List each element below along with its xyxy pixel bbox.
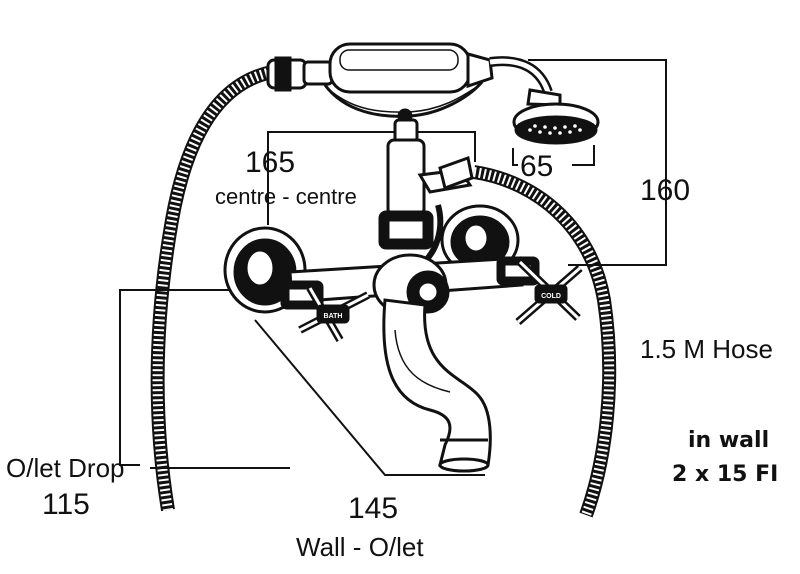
wall-flanges — [223, 204, 520, 314]
wall-outlet-value: 145 — [348, 492, 399, 525]
hose — [150, 65, 617, 518]
left-tap — [280, 280, 370, 342]
wall-outlet-line — [254, 319, 485, 476]
in-wall-spec: 2 x 15 FI — [672, 462, 779, 487]
outlet-drop-value: 115 — [42, 488, 90, 521]
right-tap — [496, 256, 583, 326]
centre-dimension-label: centre - centre — [215, 184, 357, 209]
centre-dimension-value: 165 — [245, 146, 296, 179]
head-dimension-line — [512, 145, 595, 166]
spout — [382, 298, 492, 473]
riser — [378, 118, 474, 268]
outlet-drop-label: O/let Drop — [6, 453, 125, 483]
wall-outlet-label: Wall - O/let — [296, 532, 424, 562]
centre-dimension-line — [267, 131, 476, 225]
left-tap-badge: BATH — [324, 313, 343, 320]
height-dimension-value: 160 — [640, 174, 691, 207]
shower-handset — [266, 42, 553, 94]
dimension-lines — [119, 59, 667, 476]
outlet-drop-line — [119, 289, 235, 466]
shower-head — [512, 88, 600, 145]
right-tap-badge: COLD — [541, 293, 561, 300]
head-dimension-value: 65 — [520, 150, 554, 183]
in-wall-label: in wall — [688, 428, 770, 453]
hose-length-label: 1.5 M Hose — [640, 334, 773, 364]
height-dimension-line — [528, 59, 667, 266]
